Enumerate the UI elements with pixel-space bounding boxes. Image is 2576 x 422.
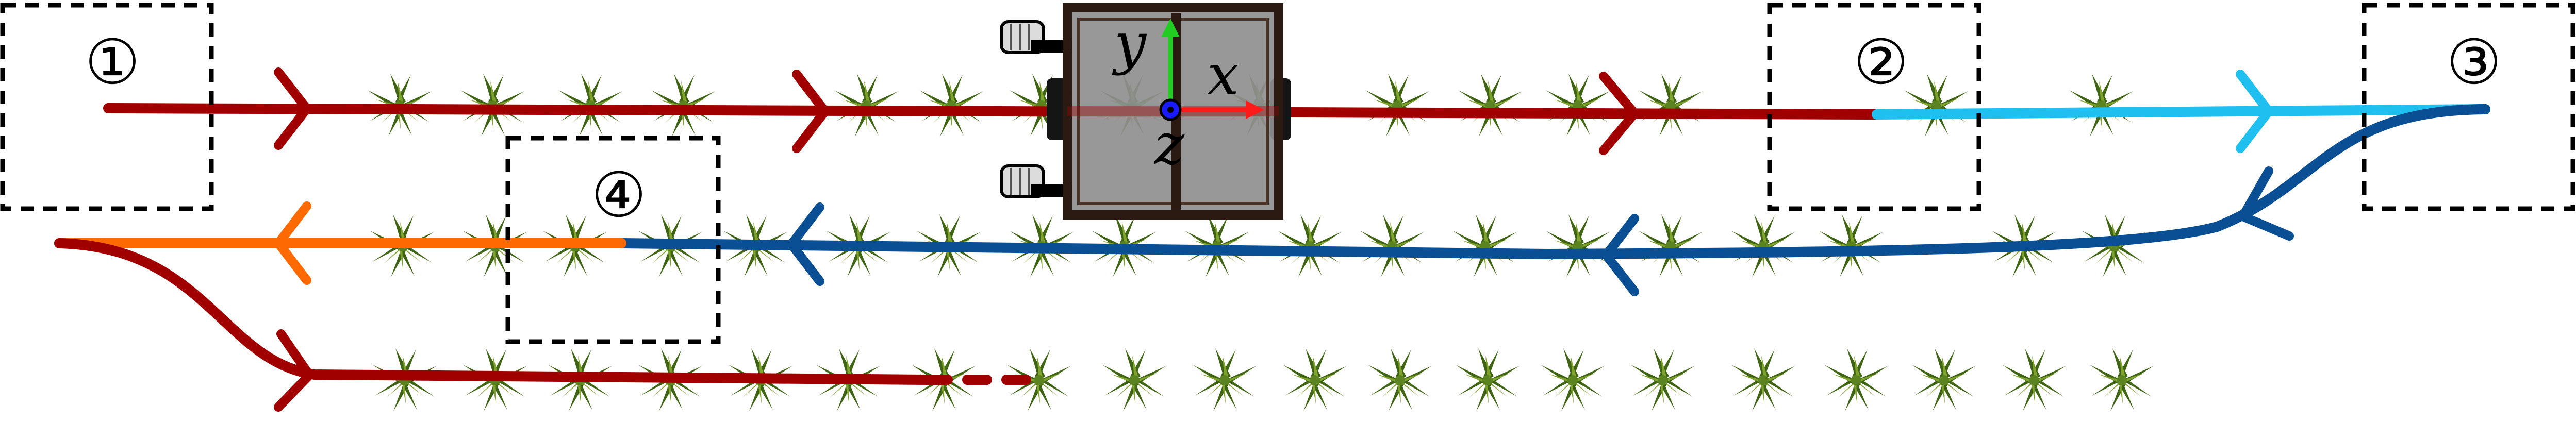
plant-icon bbox=[1541, 348, 1605, 411]
plant-icon bbox=[1365, 74, 1429, 137]
direction-arrows bbox=[274, 67, 2294, 412]
marker-label-3: ③ bbox=[2446, 27, 2502, 98]
plant-icon bbox=[2069, 74, 2133, 137]
plant-icon bbox=[1912, 348, 1976, 411]
arrow-right bbox=[274, 329, 314, 412]
arrow-right bbox=[792, 70, 830, 153]
plant-icon bbox=[1639, 214, 1703, 277]
y-axis-arrowhead bbox=[1161, 19, 1180, 37]
path-row1-red bbox=[103, 103, 1882, 120]
plant-icon bbox=[1546, 74, 1610, 137]
path-row3-red-turn bbox=[54, 238, 933, 385]
path-row2-blue-turn bbox=[1542, 104, 2490, 259]
marker-box-4 bbox=[505, 136, 721, 344]
marker-label-2: ② bbox=[1853, 27, 1909, 98]
plant-icon bbox=[1546, 214, 1610, 277]
arrow-curve bbox=[2238, 166, 2294, 241]
coordinate-frame: y x z bbox=[1112, 10, 1264, 177]
plant-icon bbox=[1368, 348, 1432, 411]
robot-side-left bbox=[1047, 78, 1067, 140]
arrow-right bbox=[274, 67, 311, 150]
arrow-right bbox=[2236, 70, 2273, 153]
y-axis-label: y bbox=[1112, 10, 1147, 76]
plant-icon bbox=[1193, 348, 1257, 411]
plant-icon bbox=[1824, 348, 1888, 411]
plant-icon bbox=[1360, 214, 1424, 277]
marker-label-1: ① bbox=[85, 27, 140, 98]
arrow-left bbox=[787, 202, 824, 286]
x-axis-label: x bbox=[1207, 42, 1239, 108]
plant-icon bbox=[1631, 348, 1695, 411]
plant-icon bbox=[1102, 348, 1166, 411]
arrow-right bbox=[1599, 72, 1639, 155]
plant-icon bbox=[1731, 348, 1795, 411]
plant-icon bbox=[2090, 348, 2154, 411]
plant-icon bbox=[919, 74, 983, 137]
path-row2-blue bbox=[616, 238, 1552, 259]
z-axis-label: z bbox=[1153, 111, 1185, 177]
arrow-left bbox=[274, 201, 311, 285]
plant-icon bbox=[834, 74, 898, 137]
path-row1-cyan bbox=[1872, 104, 2490, 120]
plant-icon bbox=[1904, 74, 1968, 137]
plant-icon bbox=[1453, 214, 1517, 277]
plant-icon bbox=[1456, 348, 1520, 411]
robot-wheel-bottom bbox=[1000, 164, 1072, 198]
robot-wheel-top bbox=[1000, 20, 1072, 54]
plant-icon bbox=[1639, 74, 1703, 137]
x-axis-arrowhead bbox=[1246, 100, 1264, 119]
marker-boxes bbox=[0, 3, 2575, 344]
plant-icon bbox=[1731, 214, 1795, 277]
arrow-left bbox=[1601, 214, 1639, 296]
plant-icon bbox=[1283, 348, 1347, 411]
plant-icon bbox=[1458, 74, 1522, 137]
plant-icon bbox=[1278, 214, 1342, 277]
marker-label-4: ④ bbox=[591, 160, 647, 231]
plant-icon bbox=[2002, 348, 2066, 411]
